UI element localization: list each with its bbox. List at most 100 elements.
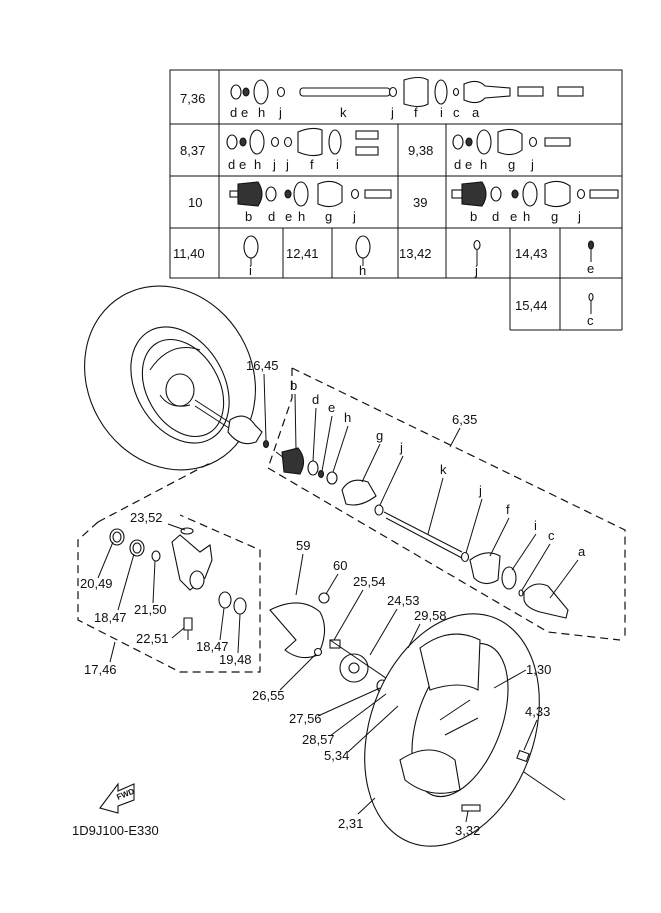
callout: 60	[333, 558, 347, 573]
subpart-letter: j	[530, 157, 534, 172]
subpart-letter: d	[230, 105, 237, 120]
subpart-letter: i	[249, 263, 252, 278]
subpart-letter: f	[310, 157, 314, 172]
band-icon	[243, 235, 259, 266]
callout: 23,52	[130, 510, 163, 525]
subpart-letter: j	[278, 105, 282, 120]
table-ref: 10	[188, 195, 202, 210]
callouts: 16,45 6,35 b d e h g j k j f i c a 23,52…	[80, 358, 586, 838]
callout: 28,57	[302, 732, 335, 747]
subpart-letters: d e h j k j f i c a	[230, 105, 480, 120]
table-ref: 13,42	[399, 246, 432, 261]
callout: j	[478, 483, 482, 498]
subpart-letter: e	[285, 209, 292, 224]
band-icon	[355, 235, 371, 266]
subpart-letter: d	[268, 209, 275, 224]
callout: 59	[296, 538, 310, 553]
subpart-letter: i	[440, 105, 443, 120]
subpart-letter: d	[492, 209, 499, 224]
table-ref: 15,44	[515, 298, 548, 313]
callout: 27,56	[289, 711, 322, 726]
subpart-letter: j	[390, 105, 394, 120]
subpart-letter: a	[472, 105, 480, 120]
subpart-letter: h	[258, 105, 265, 120]
subpart-letter: g	[551, 209, 558, 224]
callout: 19,48	[219, 652, 252, 667]
subpart-letter: e	[587, 261, 594, 276]
callout: c	[548, 528, 555, 543]
subpart-letter: h	[254, 157, 261, 172]
subpart-letter: b	[470, 209, 477, 224]
callout: e	[328, 400, 335, 415]
callout: 26,55	[252, 688, 285, 703]
callout: 18,47	[94, 610, 127, 625]
table-ref: 39	[413, 195, 427, 210]
knuckle-parts	[109, 527, 247, 640]
table-ref: 8,37	[180, 143, 205, 158]
callout: b	[290, 378, 297, 393]
subpart-letter: h	[523, 209, 530, 224]
table-ref: 9,38	[408, 143, 433, 158]
band-icon	[473, 239, 481, 266]
subpart-letter: d	[228, 157, 235, 172]
subpart-letter: e	[510, 209, 517, 224]
subpart-letter: h	[359, 263, 366, 278]
callout: 17,46	[84, 662, 117, 677]
callout: 21,50	[134, 602, 167, 617]
subpart-letter: d	[454, 157, 461, 172]
knuckle-assembly-outline	[77, 461, 261, 673]
diagram-code: 1D9J100-E330	[72, 823, 159, 838]
subpart-table: 7,36 d e h j k j f i c a 8	[169, 69, 623, 331]
callout: 16,45	[246, 358, 279, 373]
callout: i	[534, 518, 537, 533]
cv-joint-kit-icon	[229, 180, 392, 208]
driveshaft-parts	[275, 447, 569, 619]
subpart-letter: k	[340, 105, 347, 120]
callout: 18,47	[196, 639, 229, 654]
callout: 20,49	[80, 576, 113, 591]
subpart-letter: i	[336, 157, 339, 172]
subpart-letter: b	[245, 209, 252, 224]
callout: 24,53	[387, 593, 420, 608]
subpart-letter: e	[465, 157, 472, 172]
callout: 1,30	[526, 662, 551, 677]
subpart-letter: j	[577, 209, 581, 224]
callout: 2,31	[338, 816, 363, 831]
callout: 6,35	[452, 412, 477, 427]
callout: 22,51	[136, 631, 169, 646]
callout: k	[440, 462, 447, 477]
table-ref: 14,43	[515, 246, 548, 261]
subpart-letter: j	[285, 157, 289, 172]
subpart-letter: f	[414, 105, 418, 120]
circlip-icon	[587, 240, 595, 262]
table-ref: 7,36	[180, 91, 205, 106]
subpart-letter: g	[325, 209, 332, 224]
callout: 3,32	[455, 823, 480, 838]
tire-left	[84, 285, 270, 471]
subpart-letter: j	[474, 263, 478, 278]
subpart-letter: h	[298, 209, 305, 224]
shaft-assembly-icon	[230, 76, 584, 108]
table-ref: 11,40	[173, 246, 205, 261]
boot-kit-icon	[226, 127, 379, 157]
driveshaft-assembly-outline	[267, 367, 626, 641]
tire-right	[364, 613, 540, 847]
subpart-letter: e	[241, 105, 248, 120]
callout: a	[578, 544, 586, 559]
subpart-letter: h	[480, 157, 487, 172]
cv-joint-kit-icon	[451, 180, 619, 208]
callout: 29,58	[414, 608, 447, 623]
callout: 25,54	[353, 574, 386, 589]
callout: f	[506, 502, 510, 517]
subpart-letter: g	[508, 157, 515, 172]
callout: d	[312, 392, 319, 407]
subpart-letter: e	[239, 157, 246, 172]
callout: j	[399, 440, 403, 455]
fwd-arrow-icon: FWD	[99, 782, 136, 814]
subpart-letter: j	[352, 209, 356, 224]
callout: 5,34	[324, 748, 349, 763]
subpart-letter: c	[453, 105, 460, 120]
circlip-icon	[588, 292, 594, 314]
subpart-letter: j	[272, 157, 276, 172]
